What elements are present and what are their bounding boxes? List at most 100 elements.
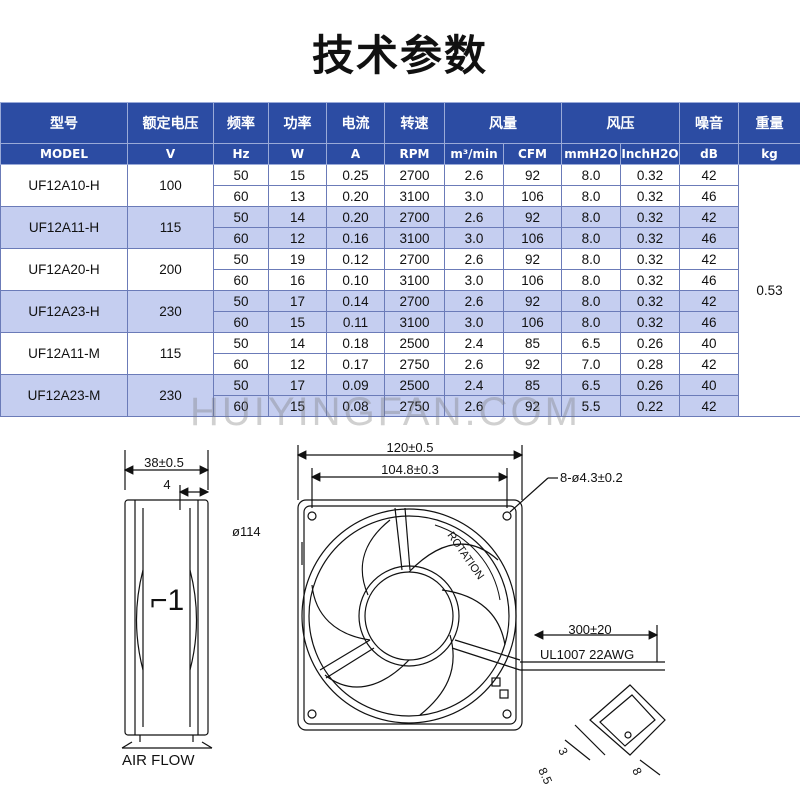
voltage-cell: 115 <box>127 206 214 249</box>
current-cell: 0.12 <box>326 248 385 270</box>
frequency-cell: 50 <box>213 164 269 186</box>
header-weight-cn: 重量 <box>738 102 800 144</box>
pressure-mm-cell: 8.0 <box>561 164 621 186</box>
noise-cell: 42 <box>679 290 739 312</box>
power-cell: 15 <box>268 164 327 186</box>
pressure-inch-cell: 0.32 <box>620 206 680 228</box>
weight-cell: 0.53 <box>738 164 800 417</box>
frequency-cell: 60 <box>213 311 269 333</box>
pressure-mm-cell: 8.0 <box>561 185 621 207</box>
pressure-mm-cell: 6.5 <box>561 374 621 396</box>
dim-8-5-label: 8.5 <box>535 765 555 786</box>
header-current-unit: A <box>326 143 385 165</box>
header-power-cn: 功率 <box>268 102 327 144</box>
header-pressure-mm-unit: mmH2O <box>561 143 621 165</box>
outer-size-label: 120±0.5 <box>387 440 434 455</box>
pressure-mm-cell: 8.0 <box>561 206 621 228</box>
speed-cell: 2700 <box>384 290 445 312</box>
speed-cell: 2750 <box>384 353 445 375</box>
speed-cell: 3100 <box>384 311 445 333</box>
power-cell: 12 <box>268 353 327 375</box>
speed-cell: 2500 <box>384 332 445 354</box>
current-cell: 0.17 <box>326 353 385 375</box>
frequency-cell: 50 <box>213 332 269 354</box>
model-cell: UF12A23-M <box>0 374 128 417</box>
airflow-cfm-cell: 92 <box>503 206 562 228</box>
power-cell: 19 <box>268 248 327 270</box>
current-cell: 0.20 <box>326 206 385 228</box>
power-cell: 15 <box>268 395 327 417</box>
pressure-mm-cell: 8.0 <box>561 269 621 291</box>
hole-spec-label: 8-ø4.3±0.2 <box>560 470 623 485</box>
frequency-cell: 60 <box>213 269 269 291</box>
terminal-detail <box>564 684 666 776</box>
header-model-unit: MODEL <box>0 143 128 165</box>
pressure-inch-cell: 0.26 <box>620 332 680 354</box>
pressure-inch-cell: 0.32 <box>620 164 680 186</box>
airflow-cfm-cell: 92 <box>503 395 562 417</box>
power-cell: 14 <box>268 332 327 354</box>
pressure-inch-cell: 0.32 <box>620 227 680 249</box>
frequency-cell: 50 <box>213 206 269 228</box>
power-cell: 14 <box>268 206 327 228</box>
airflow-m3-cell: 2.6 <box>444 206 504 228</box>
header-speed-cn: 转速 <box>384 102 445 144</box>
frequency-cell: 50 <box>213 290 269 312</box>
header-frequency-cn: 频率 <box>213 102 269 144</box>
airflow-m3-cell: 2.4 <box>444 332 504 354</box>
pressure-mm-cell: 8.0 <box>561 248 621 270</box>
airflow-cfm-cell: 106 <box>503 227 562 249</box>
page-title: 技术参数 <box>311 31 488 80</box>
noise-cell: 40 <box>679 374 739 396</box>
header-speed-unit: RPM <box>384 143 445 165</box>
speed-cell: 2500 <box>384 374 445 396</box>
fan-front-view <box>296 445 665 731</box>
noise-cell: 42 <box>679 353 739 375</box>
voltage-cell: 100 <box>127 164 214 207</box>
speed-cell: 3100 <box>384 227 445 249</box>
wire-spec-label: UL1007 22AWG <box>540 647 634 662</box>
airflow-m3-cell: 3.0 <box>444 269 504 291</box>
current-cell: 0.11 <box>326 311 385 333</box>
current-cell: 0.20 <box>326 185 385 207</box>
airflow-cfm-cell: 92 <box>503 164 562 186</box>
airflow-m3-cell: 2.6 <box>444 395 504 417</box>
header-pressure-cn: 风压 <box>561 102 680 144</box>
voltage-cell: 230 <box>127 290 214 333</box>
model-cell: UF12A10-H <box>0 164 128 207</box>
power-cell: 17 <box>268 290 327 312</box>
current-cell: 0.09 <box>326 374 385 396</box>
voltage-cell: 200 <box>127 248 214 291</box>
header-voltage-unit: V <box>127 143 214 165</box>
current-cell: 0.14 <box>326 290 385 312</box>
pressure-mm-cell: 8.0 <box>561 290 621 312</box>
lead-length-label: 300±20 <box>568 622 611 637</box>
current-cell: 0.18 <box>326 332 385 354</box>
header-voltage-cn: 额定电压 <box>127 102 214 144</box>
airflow-m3-cell: 2.6 <box>444 248 504 270</box>
voltage-cell: 115 <box>127 332 214 375</box>
airflow-m3-cell: 3.0 <box>444 185 504 207</box>
current-cell: 0.08 <box>326 395 385 417</box>
pressure-inch-cell: 0.32 <box>620 248 680 270</box>
airflow-m3-cell: 3.0 <box>444 311 504 333</box>
airflow-cfm-cell: 106 <box>503 269 562 291</box>
model-cell: UF12A11-H <box>0 206 128 249</box>
side-depth-label: 4 <box>163 477 170 492</box>
header-airflow-cn: 风量 <box>444 102 562 144</box>
header-power-unit: W <box>268 143 327 165</box>
current-cell: 0.16 <box>326 227 385 249</box>
air-flow-label: AIR FLOW <box>122 752 195 769</box>
airflow-cfm-cell: 92 <box>503 353 562 375</box>
fan-dimension-drawing: 38±0.5 4 ⌐1 AIR FLOW <box>121 440 666 787</box>
pressure-mm-cell: 8.0 <box>561 311 621 333</box>
pressure-inch-cell: 0.32 <box>620 311 680 333</box>
pressure-inch-cell: 0.32 <box>620 290 680 312</box>
side-width-label: 38±0.5 <box>144 455 184 470</box>
